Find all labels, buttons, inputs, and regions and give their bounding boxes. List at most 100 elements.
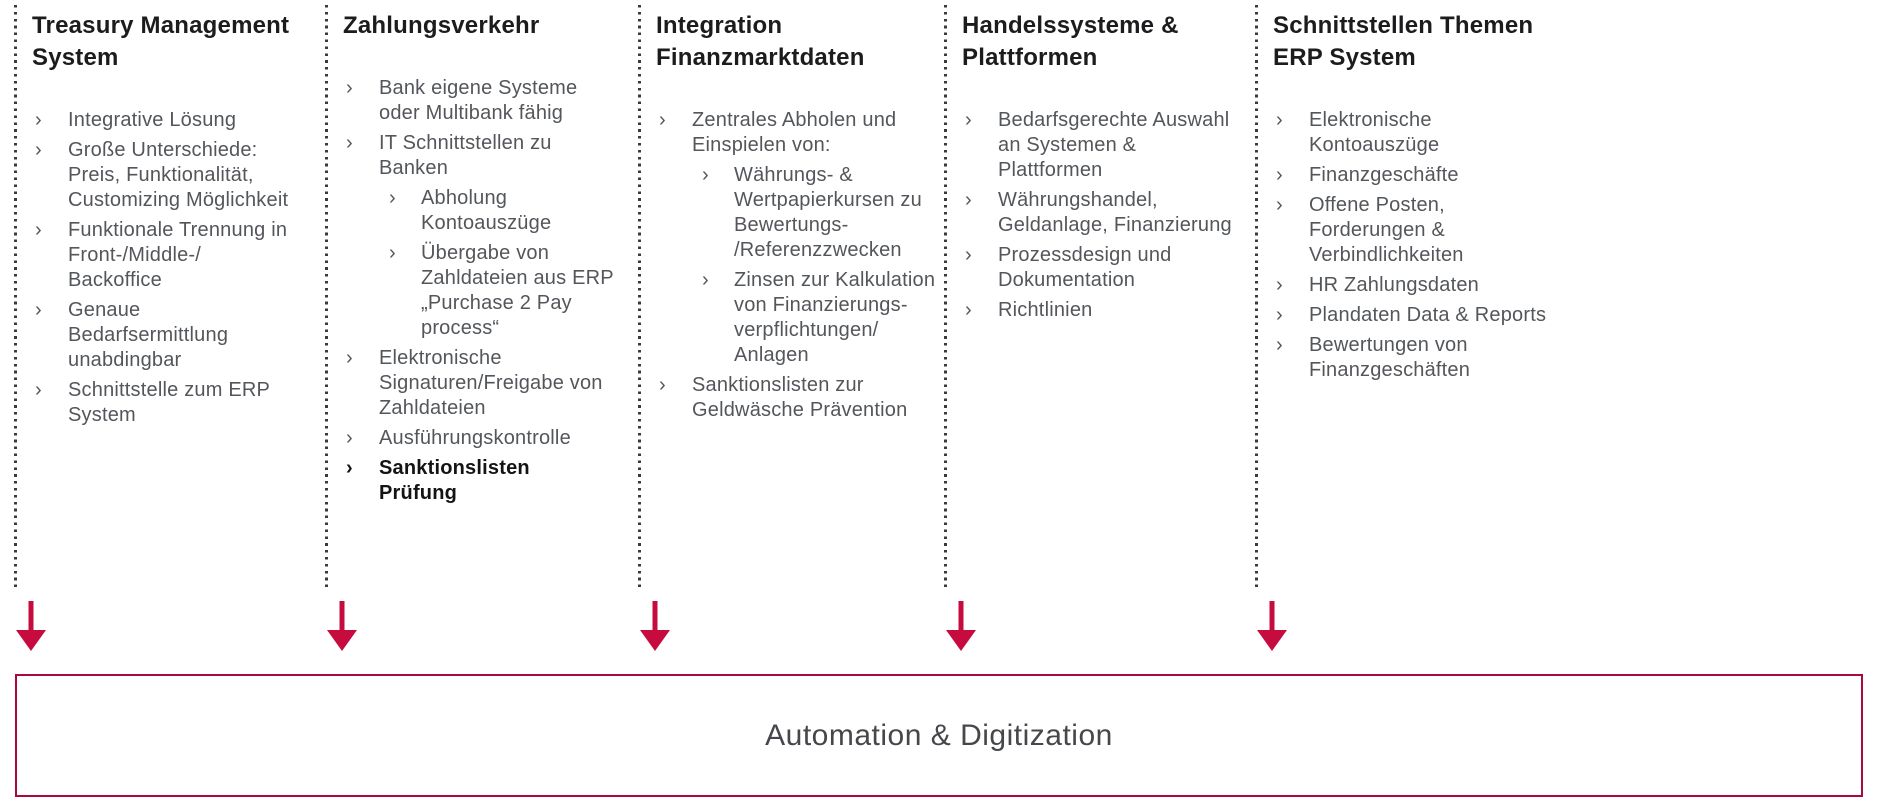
list-item-text: IT Schnittstellen zu Banken [379, 132, 552, 179]
chevron-bullet-icon: › [35, 109, 42, 131]
list-item: › Währungshandel, Geldanlage, Finanzierun… [944, 188, 1255, 238]
list-item: › Elektronische Signaturen/Freigabe von Z… [325, 346, 638, 421]
down-arrow-icon [325, 596, 638, 674]
chevron-bullet-icon: › [1276, 109, 1283, 131]
chevron-bullet-icon: › [35, 139, 42, 161]
column-title: Handelssysteme & Plattformen [962, 12, 1179, 71]
list-item: › Richtlinien [944, 298, 1255, 323]
list-item: › HR Zahlungsdaten [1255, 273, 1878, 298]
chevron-bullet-icon: › [965, 299, 972, 321]
list-item-text: Sanktionslisten zur Geldwäsche Präventio… [692, 374, 908, 421]
dotted-divider [638, 5, 641, 590]
list-item: › Plandaten Data & Reports [1255, 303, 1878, 328]
list-item-text: Finanzgeschäfte [1309, 164, 1459, 186]
list-item: › Genaue Bedarfsermittlung unabdingbar [14, 298, 325, 373]
list-item: › Bank eigene Systeme oder Multibank fähi… [325, 76, 638, 126]
list-item: › Sanktionslisten zur Geldwäsche Präventi… [638, 373, 944, 423]
chevron-bullet-icon: › [702, 164, 709, 186]
topic-column: Treasury Management System › Integrative L… [14, 0, 325, 596]
dotted-divider [1255, 5, 1258, 590]
list-item-text: Funktionale Trennung in Front-/Middle-/ … [68, 219, 288, 291]
column-title: Treasury Management System [32, 12, 290, 71]
list-item: › Prozessdesign und Dokumentation [944, 243, 1255, 293]
list-item: › Sanktionslisten Prüfung [325, 456, 638, 506]
chevron-bullet-icon: › [702, 269, 709, 291]
chevron-bullet-icon: › [659, 109, 666, 131]
list-item: › Offene Posten, Forderungen & Verbindlic… [1255, 193, 1878, 268]
list-item-text: Schnittstelle zum ERP System [68, 379, 270, 426]
list-item: ›Zentrales Abholen und Einspielen von: [638, 108, 944, 158]
chevron-bullet-icon: › [35, 299, 42, 321]
list-item: ›Bewertungen von Finanzgeschäften [1255, 333, 1878, 383]
automation-banner: Automation & Digitization [15, 674, 1863, 797]
dotted-divider [325, 5, 328, 590]
list-item: › Zinsen zur Kalkulation von Finanzierung… [638, 268, 944, 368]
chevron-bullet-icon: › [659, 374, 666, 396]
list-item-text: Übergabe von Zahldateien aus ERP „Purcha… [421, 242, 614, 339]
chevron-bullet-icon: › [389, 242, 396, 264]
column-title: Schnittstellen Themen ERP System [1273, 12, 1534, 71]
dotted-divider [14, 5, 17, 590]
chevron-bullet-icon: › [346, 132, 353, 154]
banner-label: Automation & Digitization [765, 718, 1113, 752]
bullet-list: › Bank eigene Systeme oder Multibank fähi… [325, 76, 638, 506]
column-title: Integration Finanzmarktdaten [656, 12, 865, 71]
list-item: › Übergabe von Zahldateien aus ERP „Purch… [325, 241, 638, 341]
list-item: › Funktionale Trennung in Front-/Middle-/… [14, 218, 325, 293]
list-item: › Elektronische Kontoauszüge [1255, 108, 1878, 158]
chevron-bullet-icon: › [1276, 304, 1283, 326]
list-item-text: Bedarfsgerechte Auswahl an Systemen & Pl… [998, 109, 1230, 181]
list-item-text: HR Zahlungsdaten [1309, 274, 1479, 296]
arrows-row [0, 596, 1878, 674]
list-item-text: Richtlinien [998, 299, 1093, 321]
topic-column: Zahlungsverkehr›Bank eigene Systeme oder… [325, 0, 638, 596]
chevron-bullet-icon: › [965, 109, 972, 131]
list-item-text: Große Unterschiede: Preis, Funktionalitä… [68, 139, 289, 211]
list-item-text: Elektronische Kontoauszüge [1309, 109, 1440, 156]
chevron-bullet-icon: › [346, 347, 353, 369]
topic-column: Schnittstellen Themen ERP System › Elektro… [1255, 0, 1878, 596]
list-item-text: Bank eigene Systeme oder Multibank fähig [379, 77, 578, 124]
list-item: › Finanzgeschäfte [1255, 163, 1878, 188]
list-item-text: Offene Posten, Forderungen & Verbindlich… [1309, 194, 1464, 266]
list-item-text: Elektronische Signaturen/Freigabe von Za… [379, 347, 603, 419]
down-arrow-icon [1255, 596, 1878, 674]
list-item: ›Ausführungskontrolle [325, 426, 638, 451]
chevron-bullet-icon: › [1276, 274, 1283, 296]
list-item-text: Währungshandel, Geldanlage, Finanzierung [998, 189, 1232, 236]
list-item: › Schnittstelle zum ERP System [14, 378, 325, 428]
columns-row: Treasury Management System › Integrative L… [14, 0, 1878, 596]
chevron-bullet-icon: › [965, 189, 972, 211]
down-arrow-icon [638, 596, 944, 674]
list-item-text: Währungs- & Wertpapierkursen zu Bewertun… [734, 164, 922, 261]
bullet-list: › Bedarfsgerechte Auswahl an Systemen & P… [944, 108, 1255, 323]
chevron-bullet-icon: › [346, 427, 353, 449]
list-item-text: Sanktionslisten Prüfung [379, 457, 530, 504]
chevron-bullet-icon: › [1276, 194, 1283, 216]
list-item: › Währungs- & Wertpapierkursen zu Bewertu… [638, 163, 944, 263]
list-item-text: Plandaten Data & Reports [1309, 304, 1547, 326]
chevron-bullet-icon: › [1276, 164, 1283, 186]
down-arrow-icon [14, 596, 325, 674]
topic-column: Handelssysteme & Plattformen › Bedarfsgere… [944, 0, 1255, 596]
list-item-text: Integrative Lösung [68, 109, 237, 131]
dotted-divider [944, 5, 947, 590]
list-item-text: Prozessdesign und Dokumentation [998, 244, 1172, 291]
chevron-bullet-icon: › [965, 244, 972, 266]
list-item-text: Genaue Bedarfsermittlung unabdingbar [68, 299, 229, 371]
list-item-text: Abholung Kontoauszüge [421, 187, 552, 234]
list-item: › Große Unterschiede: Preis, Funktionalit… [14, 138, 325, 213]
bullet-list: › Elektronische Kontoauszüge › Finanzgeschä… [1255, 108, 1878, 383]
chevron-bullet-icon: › [346, 77, 353, 99]
chevron-bullet-icon: › [35, 219, 42, 241]
bullet-list: ›Zentrales Abholen und Einspielen von:›W… [638, 108, 944, 423]
list-item-text: Bewertungen von Finanzgeschäften [1309, 334, 1471, 381]
chevron-bullet-icon: › [35, 379, 42, 401]
down-arrow-icon [944, 596, 1255, 674]
bullet-list: › Integrative Lösung › Große Unterschiede: … [14, 108, 325, 428]
list-item: ›Abholung Kontoauszüge [325, 186, 638, 236]
list-item: › Integrative Lösung [14, 108, 325, 133]
list-item-text: Zinsen zur Kalkulation von Finanzierungs… [734, 269, 936, 366]
chevron-bullet-icon: › [346, 457, 353, 479]
